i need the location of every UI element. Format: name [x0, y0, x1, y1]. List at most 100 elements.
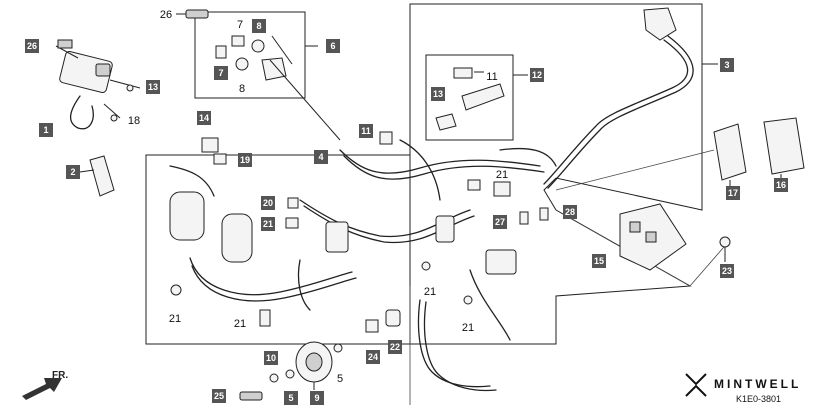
callout-box-bg — [530, 68, 544, 82]
callout-box-22: 22 — [388, 340, 402, 354]
callout-number: 15 — [594, 256, 604, 266]
bolt-icon — [185, 9, 209, 19]
callout-box-bg — [774, 178, 788, 192]
grommet-icon — [231, 35, 245, 47]
harness-branch — [399, 139, 441, 201]
harness-lead — [543, 39, 689, 185]
callout-box-bg — [310, 391, 324, 405]
callout-box-bg — [39, 123, 53, 137]
connector-icon — [485, 249, 517, 275]
clip-icon — [213, 153, 227, 165]
callout-box-bg — [431, 87, 445, 101]
callout-number: 7 — [218, 68, 223, 78]
callout-number: 22 — [390, 342, 400, 352]
callout-number: 11 — [361, 126, 371, 136]
clip-icon — [259, 309, 271, 327]
callout-box-bg — [326, 39, 340, 53]
callout-box-bg — [726, 186, 740, 200]
washer-icon — [333, 343, 343, 353]
clamp-icon — [261, 57, 287, 81]
callout-number: 20 — [263, 198, 273, 208]
callout-box-9: 9 — [310, 391, 324, 405]
callout-box-8: 8 — [252, 19, 266, 33]
connector-icon — [325, 221, 349, 253]
callout-number: 23 — [722, 266, 732, 276]
callout-box-2: 2 — [66, 165, 80, 179]
callout-box-bg — [592, 254, 606, 268]
ignition-coil — [55, 39, 141, 130]
clip-icon — [421, 261, 431, 271]
callout-box-bg — [314, 150, 328, 164]
harness-lead — [547, 35, 694, 189]
fuse-holder — [221, 213, 253, 263]
callout-box-21: 21 — [261, 217, 275, 231]
leader-line — [271, 35, 293, 65]
callout-number: 25 — [214, 391, 224, 401]
callout-box-bg — [359, 124, 373, 138]
control-unit-icon — [763, 117, 805, 175]
ignition-coil-body — [59, 51, 113, 93]
clip-icon — [287, 197, 299, 209]
connector-icon — [453, 67, 473, 79]
callout-box-bg — [238, 153, 252, 167]
callout-box-bg — [66, 165, 80, 179]
callout-number-7: 7 — [237, 19, 243, 31]
bracket-icon — [201, 137, 219, 153]
callout-number-5: 5 — [337, 373, 343, 385]
relay-icon — [645, 231, 657, 243]
callout-number: 1 — [43, 125, 48, 135]
callout-box-bg — [563, 205, 577, 219]
harness-trunk — [343, 155, 545, 180]
callout-box-bg — [25, 39, 39, 53]
harness-branch — [169, 165, 215, 197]
callout-number: 21 — [263, 219, 273, 229]
horn-center — [305, 352, 323, 372]
nut-icon — [235, 57, 249, 71]
brand-logo-icon — [685, 373, 707, 397]
bolt-icon — [239, 391, 263, 401]
collar-icon — [215, 45, 227, 59]
fuse-holder — [169, 191, 205, 241]
callout-number: 12 — [532, 70, 542, 80]
callout-box-bg — [197, 111, 211, 125]
callout-number-21: 21 — [496, 169, 508, 181]
connector-icon — [435, 215, 455, 243]
leader-line — [269, 59, 341, 141]
callout-number: 26 — [27, 41, 37, 51]
callout-box-bg — [146, 80, 160, 94]
clip-icon — [463, 295, 473, 305]
relay-icon — [629, 221, 641, 233]
callout-box-11: 11 — [359, 124, 373, 138]
callout-number: 16 — [776, 180, 786, 190]
sub-harness — [543, 7, 718, 189]
callout-number: 8 — [256, 21, 261, 31]
callout-number: 27 — [495, 217, 505, 227]
fuse-icon — [539, 207, 549, 221]
callout-number-21: 21 — [462, 322, 474, 334]
harness-trunk — [189, 257, 353, 296]
callout-box-26: 26 — [25, 39, 39, 53]
brand-name: MINTWELL — [714, 377, 801, 391]
callout-box-bg — [261, 196, 275, 210]
bolt-icon — [57, 39, 73, 49]
callout-box-bg — [720, 58, 734, 72]
callout-box-bg — [264, 351, 278, 365]
callout-number: 19 — [240, 155, 250, 165]
callout-box-16: 16 — [774, 178, 788, 192]
harness-trunk — [339, 149, 541, 174]
callout-number: 14 — [199, 113, 209, 123]
callout-box-10: 10 — [264, 351, 278, 365]
direction-label: FR. — [52, 370, 68, 381]
section-outlines — [145, 3, 731, 405]
band-icon — [170, 284, 182, 296]
callout-box-17: 17 — [726, 186, 740, 200]
callout-number-21: 21 — [234, 318, 246, 330]
callout-box-19: 19 — [238, 153, 252, 167]
callout-number: 17 — [728, 188, 738, 198]
callout-box-28: 28 — [563, 205, 577, 219]
connector-icon — [379, 131, 393, 145]
harness-branch — [499, 147, 557, 167]
washer-icon — [110, 114, 118, 122]
bolt-icon — [365, 319, 379, 333]
relay-block — [619, 203, 731, 271]
